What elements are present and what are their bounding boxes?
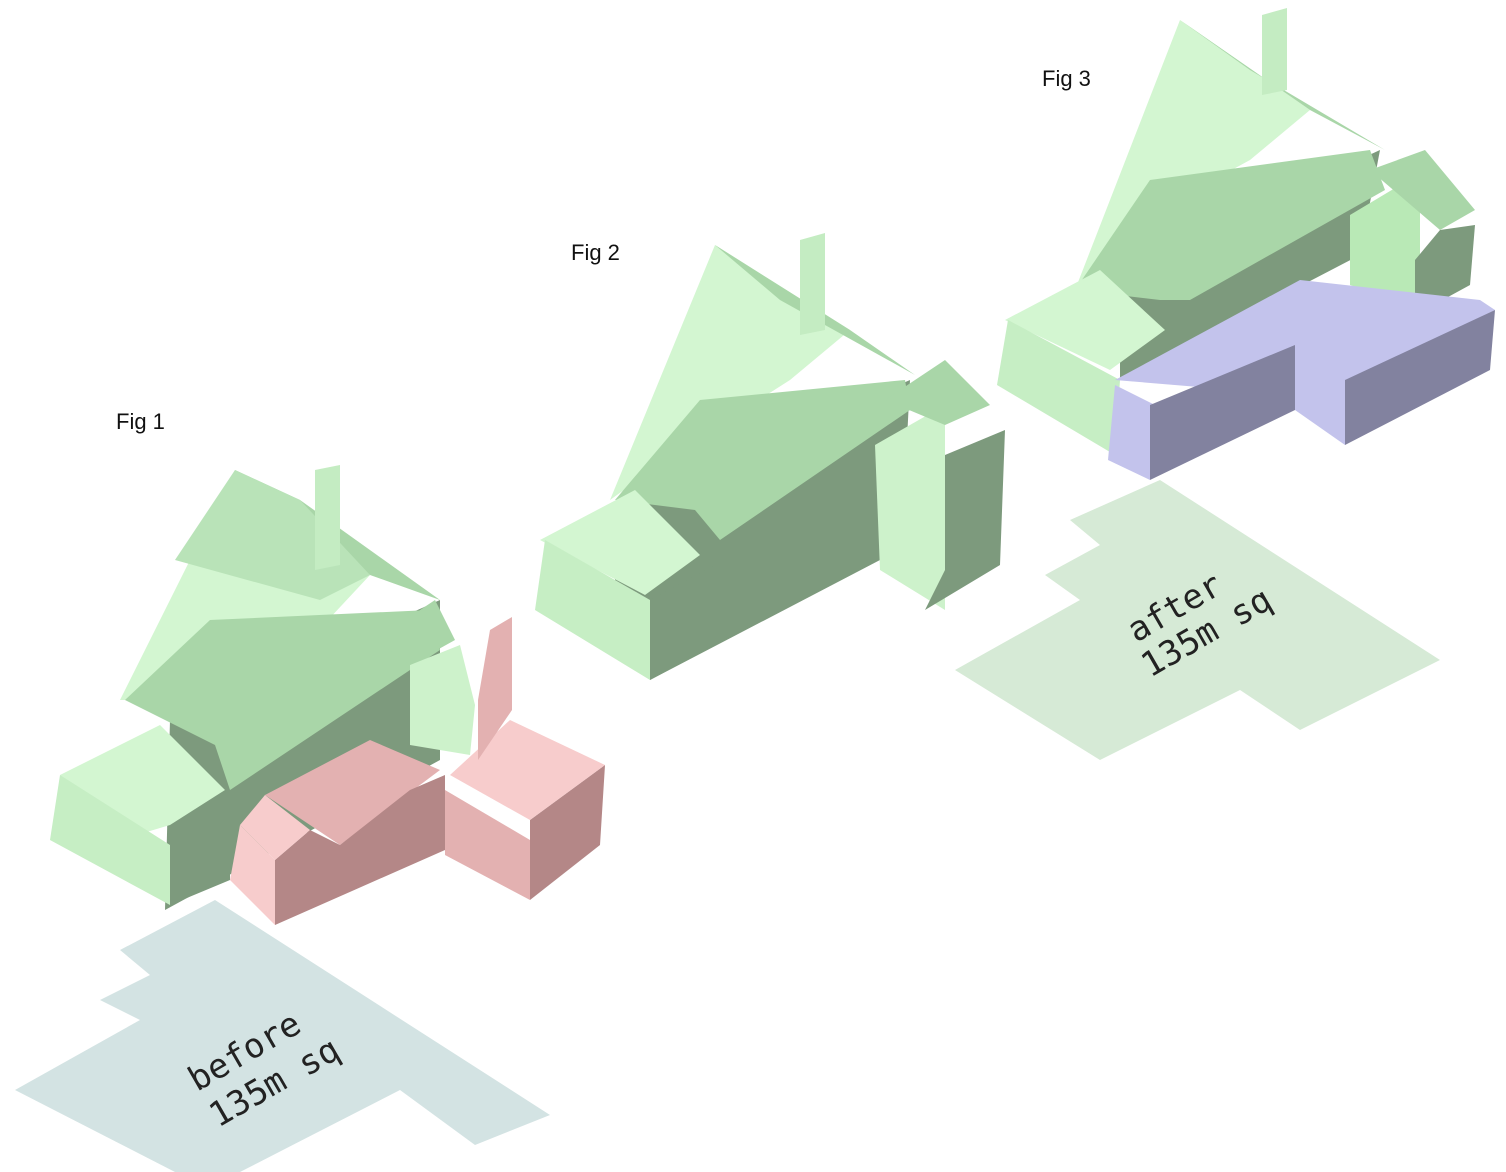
fig3-chimney	[1262, 8, 1287, 95]
fig2-rightwing-front	[875, 405, 945, 610]
fig3-rightwing-front	[1350, 185, 1420, 310]
fig3-leftwing-top	[1005, 270, 1165, 370]
fig1-removed-left	[230, 825, 275, 925]
fig3-extension-notch	[1295, 345, 1345, 445]
fig1-plan: before 135m sq	[15, 900, 550, 1172]
fig1-rightwing-roof	[375, 600, 455, 665]
fig3-house	[997, 8, 1495, 480]
fig1-removed-rightbox-top	[450, 720, 605, 820]
fig3-leftwing-front	[997, 320, 1120, 455]
fig1-label: Fig 1	[116, 409, 165, 434]
fig1-leftwing-front	[50, 775, 170, 905]
fig1-removed-leftroof	[240, 795, 310, 860]
fig3-rightwing-roof	[1370, 150, 1475, 230]
fig2-house	[535, 233, 1005, 680]
fig3-extension-right	[1345, 310, 1495, 445]
fig3-roof-front	[1075, 150, 1385, 300]
fig3-extension-leftface	[1108, 385, 1155, 480]
fig2-chimney	[800, 233, 825, 335]
fig2-leftwing-side	[650, 565, 715, 680]
fig3-plan-shape	[955, 480, 1440, 760]
fig1-chimney	[315, 465, 340, 570]
fig1-removed-rightbox-front	[445, 790, 530, 900]
fig1-leftwing-side	[170, 795, 230, 905]
fig1-plan-shape	[15, 900, 550, 1172]
fig3-rightwing-side	[1415, 225, 1475, 315]
fig1-removed-chimney	[478, 617, 512, 760]
fig2-leftwing-front	[535, 540, 650, 680]
fig1-removed-lowroof	[265, 740, 440, 845]
fig3-extension-front	[1150, 345, 1295, 480]
fig2-leftwing-top	[540, 490, 700, 595]
fig2-roof-front	[615, 380, 910, 540]
fig2-rightwing-roof	[885, 360, 990, 425]
fig1-house	[50, 465, 605, 925]
fig1-roof-front	[125, 610, 440, 790]
fig1-removed-front	[275, 775, 445, 925]
fig1-rightwing-front	[410, 645, 475, 755]
fig3-label: Fig 3	[1042, 66, 1091, 91]
fig1-removed-rightbox-side	[530, 765, 605, 900]
fig2-label: Fig 2	[571, 240, 620, 265]
fig2-rightwing-side	[925, 430, 1005, 610]
fig3-plan: after 135m sq	[955, 480, 1440, 760]
fig3-extension-top	[1115, 280, 1495, 395]
